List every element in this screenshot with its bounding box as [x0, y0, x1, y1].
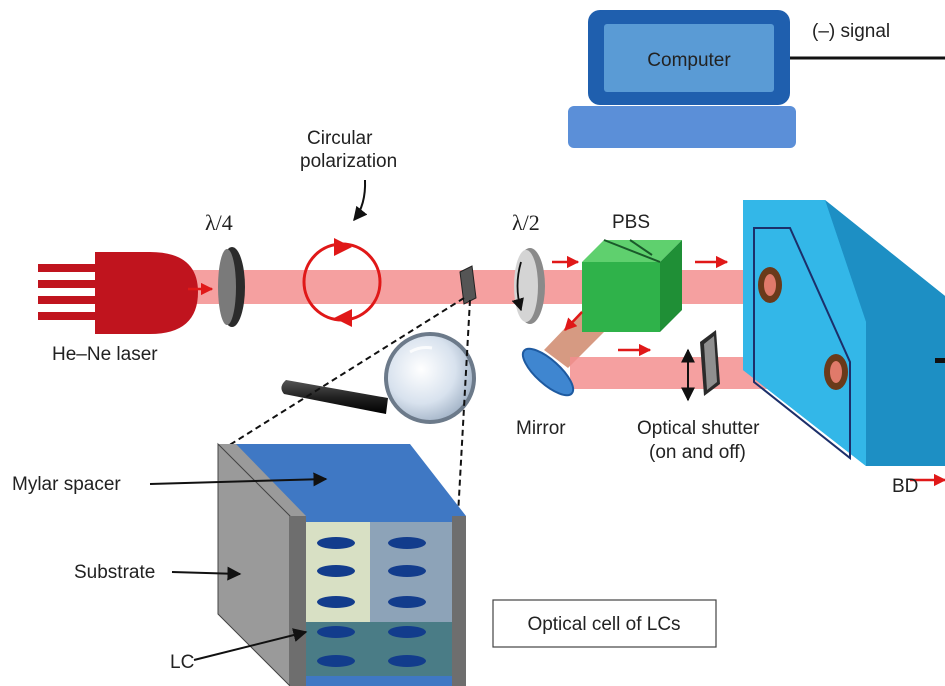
mirror-label: Mirror [516, 418, 566, 439]
pbs-label: PBS [612, 212, 650, 233]
quarter-wave-label: λ/4 [205, 210, 233, 235]
half-wave-label: λ/2 [512, 210, 540, 235]
substrate-label: Substrate [74, 562, 155, 583]
half-wave-plate [511, 248, 545, 324]
quarter-wave-plate [218, 247, 245, 327]
cell-caption: Optical cell of LCs [527, 614, 680, 635]
laser-label: He–Ne laser [52, 344, 158, 365]
lc-label: LC [170, 652, 194, 673]
optical-cell [217, 442, 466, 686]
computer: Computer [568, 10, 796, 148]
mylar-spacer-label: Mylar spacer [12, 474, 121, 495]
he-ne-laser [38, 252, 198, 334]
optical-shutter [700, 330, 720, 396]
lc-pointer [193, 628, 308, 661]
circular-polarization-symbol [302, 238, 382, 327]
mylar-spacer-pointer [149, 472, 328, 487]
polarizing-beam-splitter [582, 239, 682, 332]
balanced-detector [743, 200, 945, 466]
sample-cell [459, 265, 477, 305]
computer-screen [604, 24, 774, 92]
zoom-line-right [457, 299, 471, 516]
circular-polarization-pointer [353, 179, 368, 222]
detector-output-port [935, 358, 945, 363]
cell-caption-box [492, 599, 717, 648]
substrate-pointer [171, 566, 242, 581]
circular-polarization-label-1: Circular [307, 128, 373, 149]
computer-base [568, 106, 796, 148]
computer-label: Computer [647, 50, 731, 71]
magnifier-icon [281, 332, 476, 424]
circular-polarization-label-2: polarization [300, 151, 397, 172]
mirror [521, 347, 575, 397]
laser-beams [178, 270, 835, 389]
shutter-label-1: Optical shutter [637, 418, 760, 439]
shutter-label-2: (on and off) [649, 442, 746, 463]
bd-label: BD [892, 476, 918, 497]
zoom-line-left [227, 297, 465, 447]
beam-arrow-reflected [564, 311, 583, 331]
signal-label: (–) signal [812, 21, 890, 42]
